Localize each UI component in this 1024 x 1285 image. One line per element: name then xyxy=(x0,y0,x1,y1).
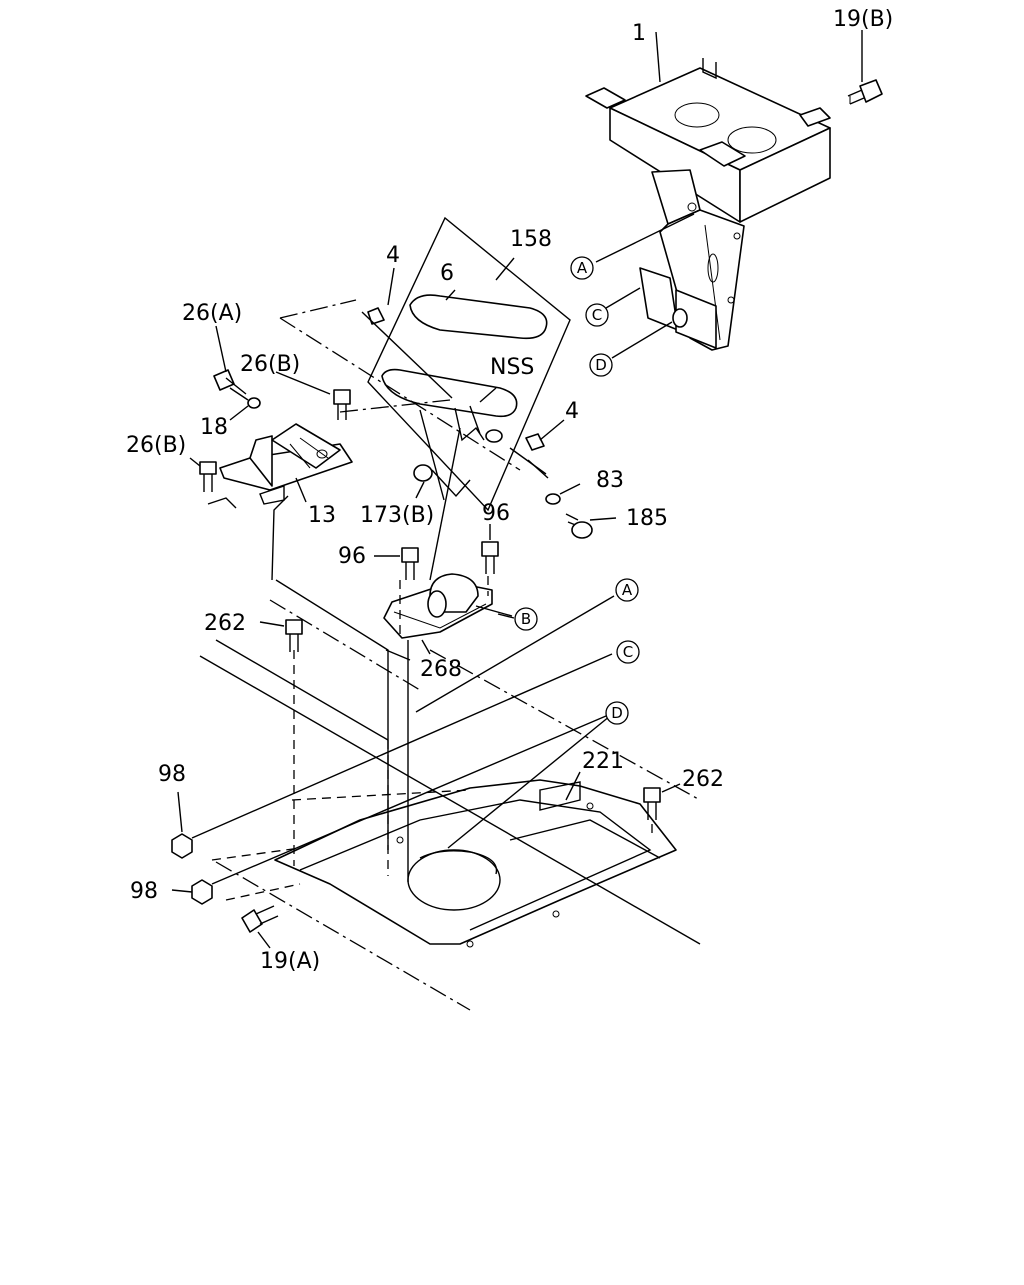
bolt-26b-left xyxy=(199,461,217,492)
label-part-19b: 19(B) xyxy=(833,7,893,32)
label-part-26a: 26(A) xyxy=(182,301,242,326)
label-part-nss: NSS xyxy=(490,355,534,380)
label-part-96-right: 96 xyxy=(482,501,510,526)
washer-173b xyxy=(413,464,433,482)
label-part-4-top: 4 xyxy=(386,243,400,268)
label-part-18: 18 xyxy=(200,415,228,440)
label-part-262-upper: 262 xyxy=(204,611,246,636)
nut-98-upper xyxy=(171,833,193,859)
bolt-26a xyxy=(213,369,249,401)
washer-83 xyxy=(545,493,561,505)
label-part-221: 221 xyxy=(582,749,624,774)
washer-18 xyxy=(247,397,261,409)
svg-text:C: C xyxy=(623,643,633,661)
bolt-96-right xyxy=(481,541,499,574)
bolt-262-upper xyxy=(285,619,303,652)
label-part-158: 158 xyxy=(510,227,552,252)
label-part-26b-left: 26(B) xyxy=(126,433,186,458)
callout-d-right: D xyxy=(605,701,629,725)
callout-a-top: A xyxy=(570,256,594,280)
connection-lines xyxy=(171,30,863,949)
callout-c-right: C xyxy=(616,640,640,664)
dashdot-lines xyxy=(215,299,701,1011)
svg-text:B: B xyxy=(521,610,531,628)
bolt-19a xyxy=(241,905,279,933)
callout-d-top: D xyxy=(589,353,613,377)
label-part-4-right: 4 xyxy=(565,399,579,424)
nut-98-lower xyxy=(191,879,213,905)
label-part-262-right: 262 xyxy=(682,767,724,792)
label-part-185: 185 xyxy=(626,506,668,531)
svg-text:A: A xyxy=(622,581,633,599)
label-part-19a: 19(A) xyxy=(260,949,320,974)
svg-text:A: A xyxy=(577,259,588,277)
label-part-6: 6 xyxy=(440,261,454,286)
bolt-19b xyxy=(847,79,883,105)
svg-text:C: C xyxy=(592,306,602,324)
label-part-83: 83 xyxy=(596,468,624,493)
part-268-shift-base xyxy=(383,573,493,639)
label-part-98-lower: 98 xyxy=(130,879,158,904)
label-part-98-upper: 98 xyxy=(158,762,186,787)
label-part-173b: 173(B) xyxy=(360,503,434,528)
label-part-26b-upper: 26(B) xyxy=(240,352,300,377)
dashed-lines xyxy=(211,576,653,901)
svg-text:D: D xyxy=(611,704,623,722)
label-part-1: 1 xyxy=(632,21,646,46)
label-part-96-left: 96 xyxy=(338,544,366,569)
callout-b-mid: B xyxy=(514,607,538,631)
bolt-96-left xyxy=(401,547,419,580)
part-158-group xyxy=(367,216,571,512)
label-part-13: 13 xyxy=(308,503,336,528)
bolt-26b-upper xyxy=(333,389,351,420)
svg-text:D: D xyxy=(595,356,607,374)
part-13-bracket xyxy=(219,423,353,505)
label-part-268: 268 xyxy=(420,657,462,682)
callout-a-right: A xyxy=(615,578,639,602)
bolt-262-right xyxy=(643,787,661,820)
callout-c-top: C xyxy=(585,303,609,327)
part-1-bracket-assembly xyxy=(585,58,831,351)
bolt-185 xyxy=(565,513,593,539)
part-221-floor-plate xyxy=(274,779,677,948)
